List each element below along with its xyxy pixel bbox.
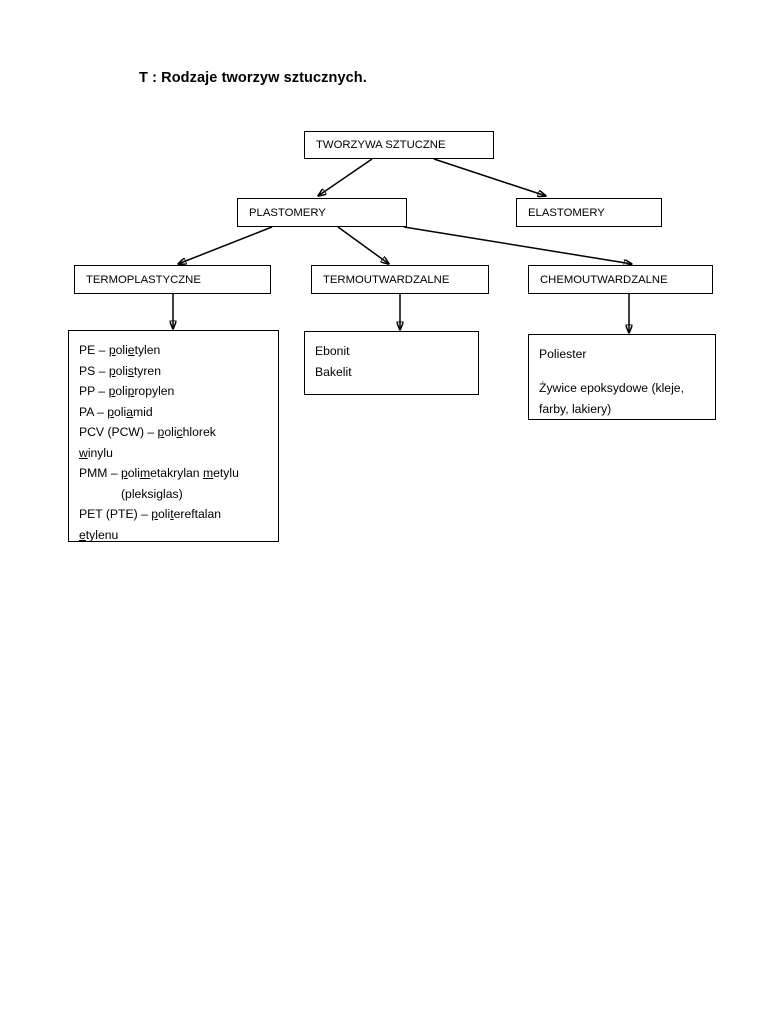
- text-run: PET (PTE) –: [79, 507, 152, 521]
- text-run: oli: [127, 466, 140, 480]
- mnemonic-letter: s: [127, 363, 134, 378]
- text-run: PS –: [79, 363, 109, 378]
- edge-root-to-plastomery: [318, 158, 373, 196]
- text-run: oli: [115, 343, 128, 357]
- text-run: Bakelit: [315, 364, 352, 379]
- detail-line: (pleksiglas): [79, 484, 272, 505]
- mnemonic-letter: p: [108, 384, 116, 398]
- node-label: TWORZYWA SZTUCZNE: [316, 138, 446, 151]
- text-run: tylen: [134, 343, 161, 357]
- text-run: etylu: [213, 466, 239, 480]
- mnemonic-letter: p: [151, 507, 159, 521]
- text-run: etakrylan: [150, 466, 203, 480]
- edge-plastomery-to-chemoutwardzalne: [403, 226, 632, 264]
- mnemonic-letter: e: [79, 527, 86, 542]
- text-run: PA –: [79, 404, 108, 419]
- text-run: PP –: [79, 384, 109, 398]
- mnemonic-letter: p: [157, 425, 165, 439]
- detail-line: winylu: [79, 443, 272, 464]
- text-run: Poliester: [539, 347, 587, 361]
- node-plastomery: PLASTOMERY: [237, 198, 407, 227]
- mnemonic-letter: p: [107, 404, 115, 419]
- text-run: oli: [115, 363, 128, 378]
- mnemonic-letter: t: [170, 507, 174, 521]
- detail-line: Bakelit: [315, 362, 472, 383]
- text-run: PMM –: [79, 466, 121, 480]
- mnemonic-letter: e: [127, 343, 135, 357]
- edge-plastomery-to-termoplastyczne: [178, 226, 273, 264]
- detail-line: [539, 365, 709, 378]
- detail-line: PET (PTE) – politereftalan: [79, 504, 272, 525]
- detail-line: PA – poliamid: [79, 402, 272, 423]
- text-run: mid: [133, 404, 153, 419]
- mnemonic-letter: c: [176, 425, 183, 439]
- node-elastomery: ELASTOMERY: [516, 198, 662, 227]
- mnemonic-letter: a: [126, 404, 133, 419]
- text-run: farby, lakiery): [539, 402, 612, 416]
- detail-line: farby, lakiery): [539, 399, 709, 420]
- detail-line: PS – polistyren: [79, 361, 272, 382]
- text-run: PCV (PCW) –: [79, 425, 158, 439]
- detail-line: Poliester: [539, 344, 709, 365]
- mnemonic-letter: p: [108, 363, 116, 378]
- edge-root-to-elastomery: [433, 158, 546, 196]
- node-label: TERMOPLASTYCZNE: [86, 273, 201, 286]
- edge-plastomery-to-termoutwardzalne: [337, 226, 389, 264]
- text-run: ropylen: [134, 384, 175, 398]
- detail-line: etylenu: [79, 525, 272, 546]
- mnemonic-letter: p: [127, 384, 135, 398]
- text-run: oli: [115, 384, 128, 398]
- text-run: oli: [164, 425, 177, 439]
- node-termoutwardzalne: TERMOUTWARDZALNE: [311, 265, 489, 294]
- page-title: T : Rodzaje tworzyw sztucznych.: [139, 70, 367, 86]
- mnemonic-letter: p: [120, 466, 128, 480]
- text-run: (pleksiglas): [121, 486, 183, 501]
- node-termoplastyczne: TERMOPLASTYCZNE: [74, 265, 271, 294]
- node-label: CHEMOUTWARDZALNE: [540, 273, 668, 286]
- text-run: tyren: [133, 363, 161, 378]
- text-run: ereftalan: [173, 507, 222, 521]
- text-run: inylu: [87, 445, 113, 460]
- text-run: tylenu: [85, 527, 119, 542]
- node-label: TERMOUTWARDZALNE: [323, 273, 450, 286]
- detail-line: PE – polietylen: [79, 340, 272, 361]
- text-run: oli: [114, 404, 127, 419]
- node-label: ELASTOMERY: [528, 206, 605, 219]
- detail-lines: Poliester Żywice epoksydowe (kleje, farby…: [539, 344, 709, 420]
- text-run: oli: [158, 507, 171, 521]
- text-run: Ebonit: [315, 344, 350, 358]
- text-run: PE –: [79, 343, 109, 357]
- node-chemoutwardzalne: CHEMOUTWARDZALNE: [528, 265, 713, 294]
- mnemonic-letter: m: [202, 466, 214, 480]
- detail-line: Ebonit: [315, 341, 472, 362]
- node-label: PLASTOMERY: [249, 206, 326, 219]
- detail-line: PCV (PCW) – polichlorek: [79, 422, 272, 443]
- mnemonic-letter: w: [79, 445, 88, 460]
- detail-line: PP – polipropylen: [79, 381, 272, 402]
- mnemonic-letter: p: [108, 343, 116, 357]
- text-run: hlorek: [182, 425, 216, 439]
- node-tworzywa-sztuczne: TWORZYWA SZTUCZNE: [304, 131, 494, 159]
- detail-box-chemoutwardzalne: Poliester Żywice epoksydowe (kleje, farby…: [528, 334, 716, 420]
- detail-line: Żywice epoksydowe (kleje,: [539, 378, 709, 399]
- text-run: Żywice epoksydowe (kleje,: [539, 381, 684, 395]
- mnemonic-letter: m: [139, 466, 151, 480]
- detail-line: PMM – polimetakrylan metylu: [79, 463, 272, 484]
